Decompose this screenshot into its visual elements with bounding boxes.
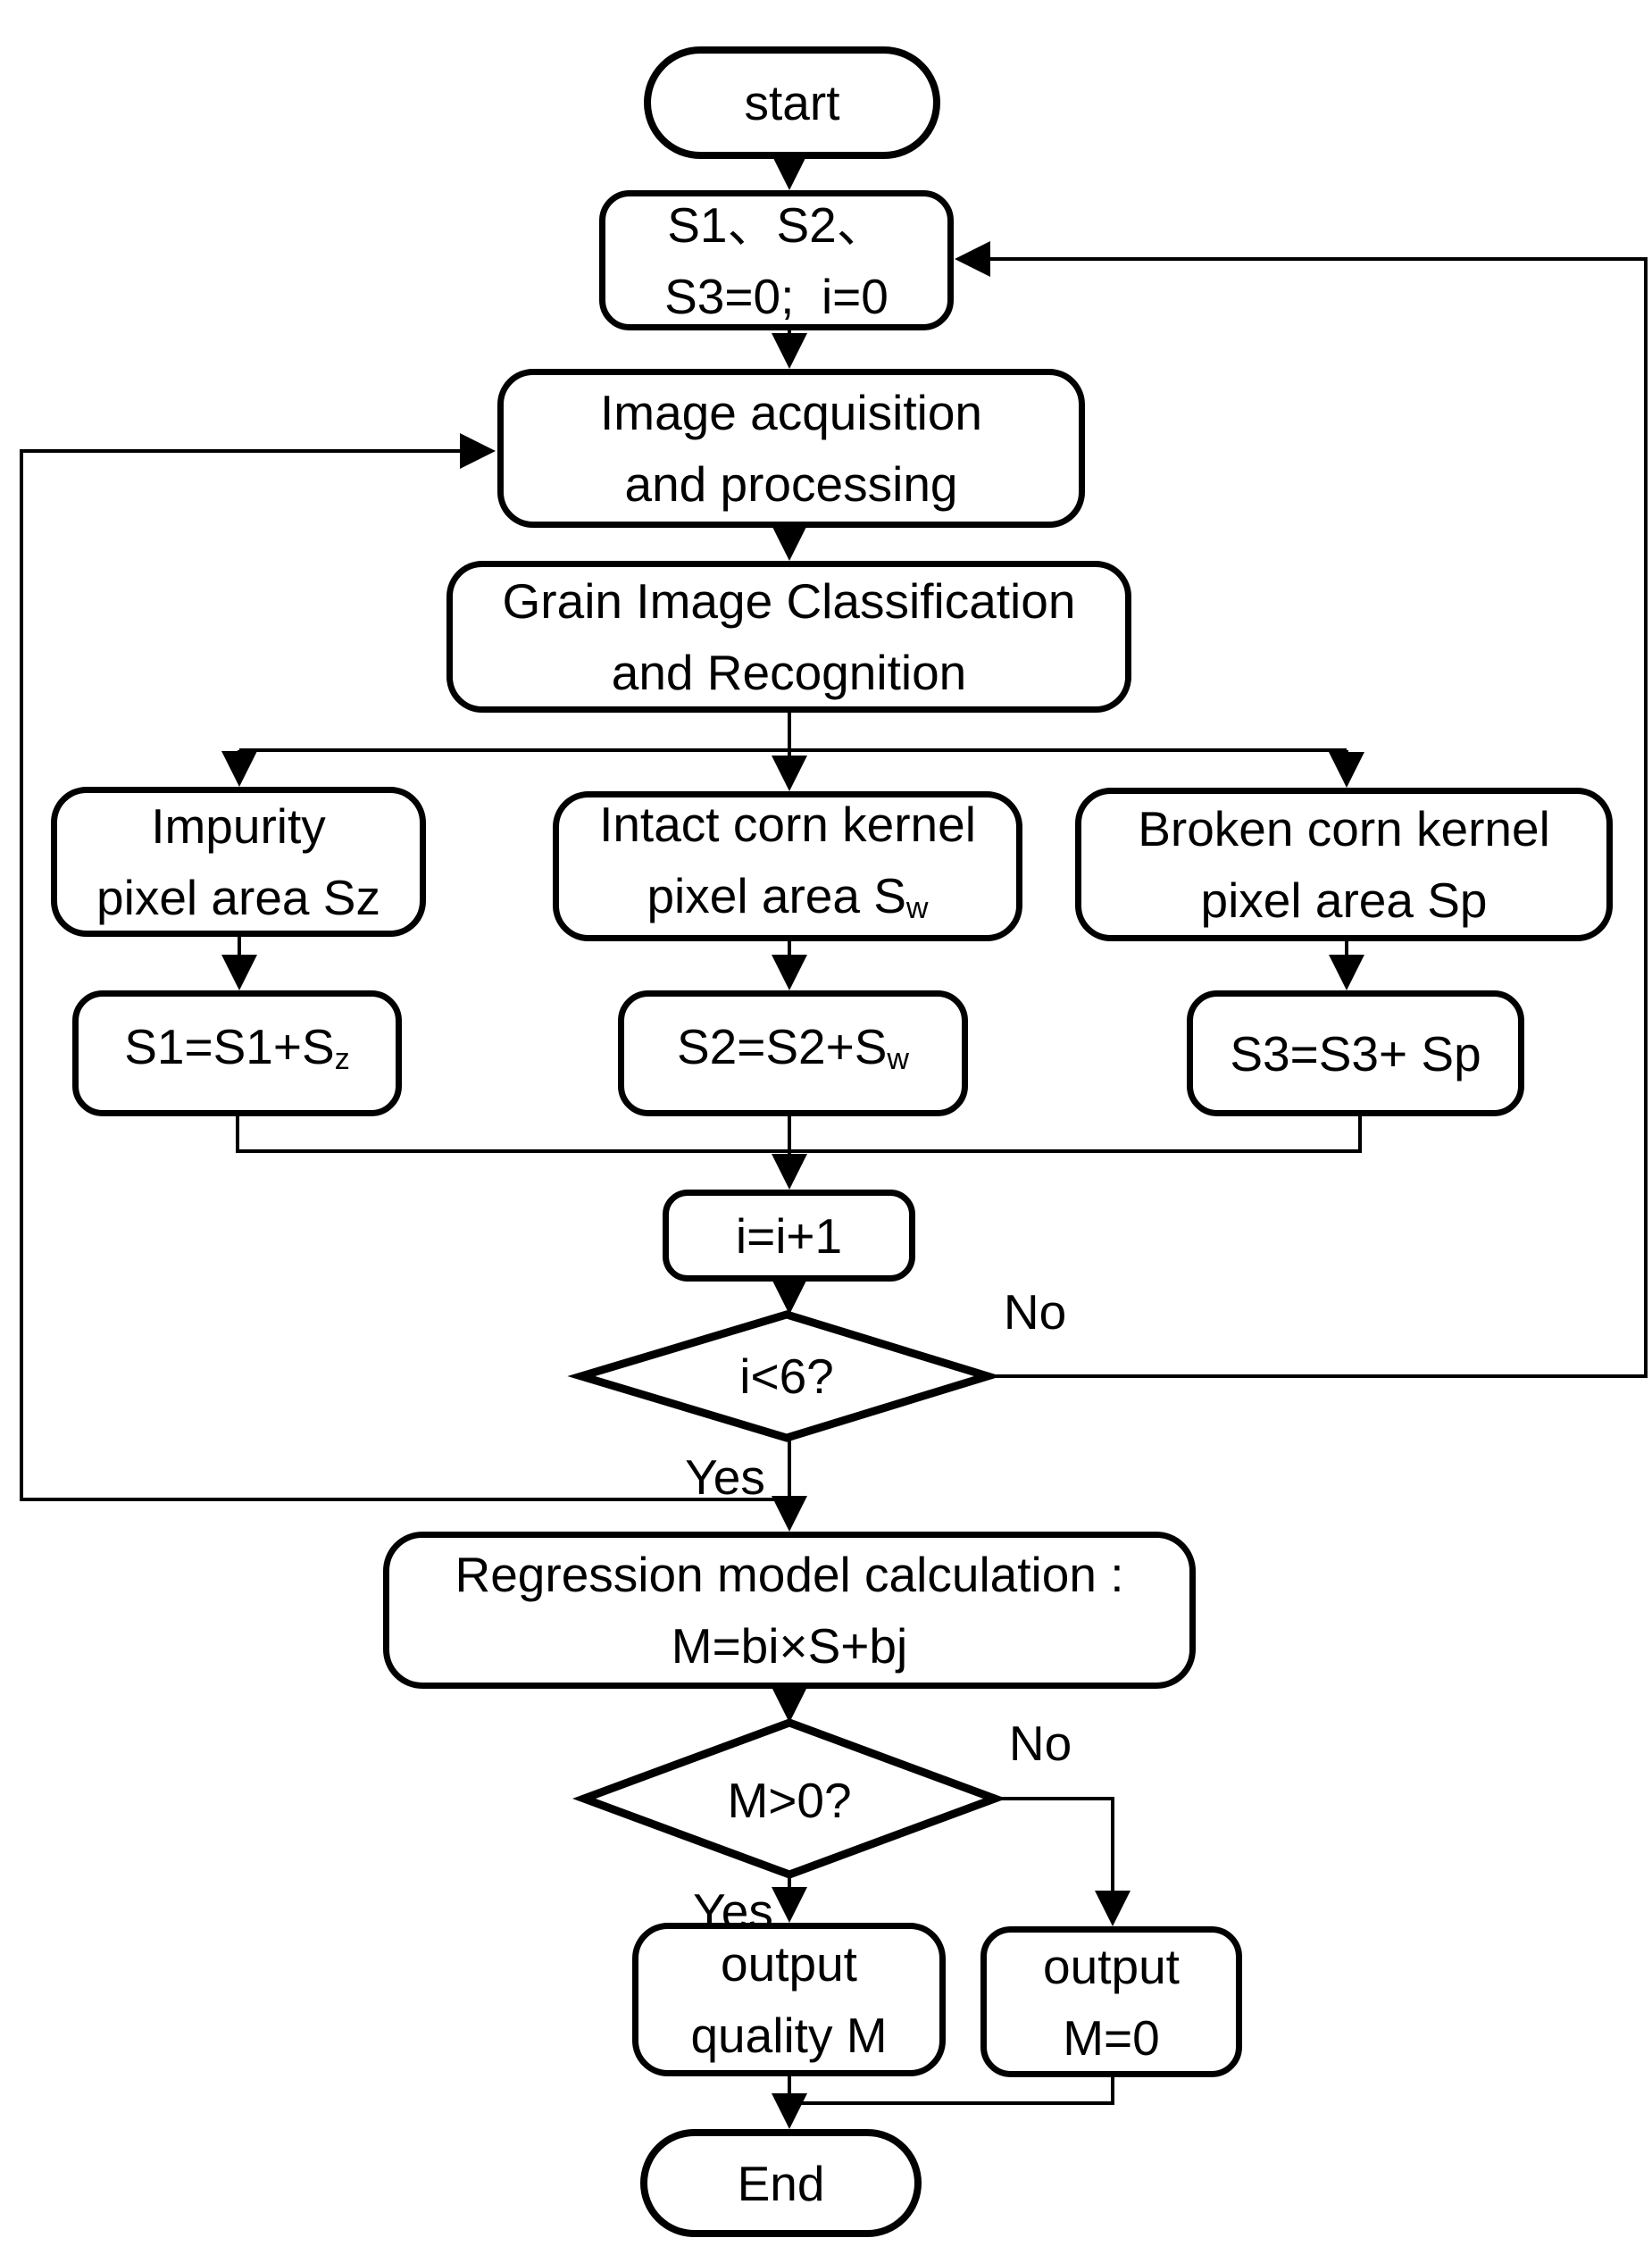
sum-s2-label: S2=S2+Sw [677,1011,909,1095]
sum-s2-box: S2=S2+Sw [618,990,968,1116]
regression-line1: Regression model calculation : [455,1547,1124,1602]
connector-output-zero-to-end [789,2076,1114,2105]
end-terminator: End [640,2129,922,2237]
output-quality-box: output quality M [632,1923,946,2076]
intact-kernel-line2-subscript: w [905,891,929,926]
sum-s3-box: S3=S3+ Sp [1187,990,1524,1116]
sum-s1-box: S1=S1+Sz [72,990,402,1116]
intact-kernel-line2-text: pixel area S [647,867,906,923]
classification-line2: and Recognition [611,645,967,700]
start-terminator: start [644,46,940,159]
broken-kernel-line1: Broken corn kernel [1138,801,1550,856]
classification-box: Grain Image Classification and Recogniti… [446,561,1131,713]
image-acquisition-line1: Image acquisition [599,385,983,440]
intact-kernel-box: Intact corn kernel pixel area Sw [553,791,1022,941]
end-label: End [737,2155,825,2211]
broken-kernel-box: Broken corn kernel pixel area Sp [1075,788,1613,941]
intact-kernel-line1: Intact corn kernel [599,796,976,852]
regression-line2: M=bi×S+bj [671,1618,908,1674]
init-line2: S3=0; i=0 [664,268,889,324]
connector-loop-no-to-init [955,241,1648,1378]
sum-s1-text: S1=S1+S [124,1019,335,1075]
increment-label: i=i+1 [735,1207,843,1264]
connector-loop-yes-to-acquire [20,433,789,1501]
init-box: S1、S2、 S3=0; i=0 [599,190,954,330]
image-acquisition-box: Image acquisition and processing [497,369,1085,528]
sum-s3-label: S3=S3+ Sp [1230,1025,1481,1081]
quality-decision-label: M>0? [727,1773,852,1828]
sum-s1-label: S1=S1+Sz [124,1011,350,1095]
broken-kernel-line2: pixel area Sp [1200,873,1488,928]
impurity-line1: Impurity [151,798,326,854]
loop-no-label: No [1003,1284,1067,1340]
connector-quality-no-to-output-zero [995,1797,1131,1926]
impurity-line2: pixel area Sz [96,870,380,925]
impurity-box: Impurity pixel area Sz [51,787,426,937]
sum-s1-subscript: z [334,1042,350,1077]
intact-kernel-line2: pixel area Sw [647,860,928,944]
init-line1: S1、S2、 [667,196,886,253]
loop-decision-label: i<6? [739,1349,834,1404]
sum-s2-subscript: w [887,1042,910,1077]
loop-decision-diamond-shape [567,1310,1002,1442]
classification-line1: Grain Image Classification [502,573,1076,629]
quality-yes-label: Yes [693,1883,773,1939]
output-quality-line2: quality M [690,2008,888,2063]
image-acquisition-line2: and processing [624,456,958,512]
connector-sum-collector [236,1115,1362,1153]
output-zero-line1: output [1043,1938,1180,1994]
quality-no-label: No [1008,1716,1072,1771]
output-zero-box: output M=0 [980,1926,1242,2077]
start-label: start [744,75,840,130]
output-zero-line2: M=0 [1063,2009,1160,2066]
increment-box: i=i+1 [663,1190,915,1282]
regression-box: Regression model calculation : M=bi×S+bj [383,1532,1196,1689]
sum-s2-text: S2=S2+S [676,1019,888,1075]
output-quality-line1: output [721,1936,857,1992]
loop-yes-label: Yes [685,1449,765,1505]
